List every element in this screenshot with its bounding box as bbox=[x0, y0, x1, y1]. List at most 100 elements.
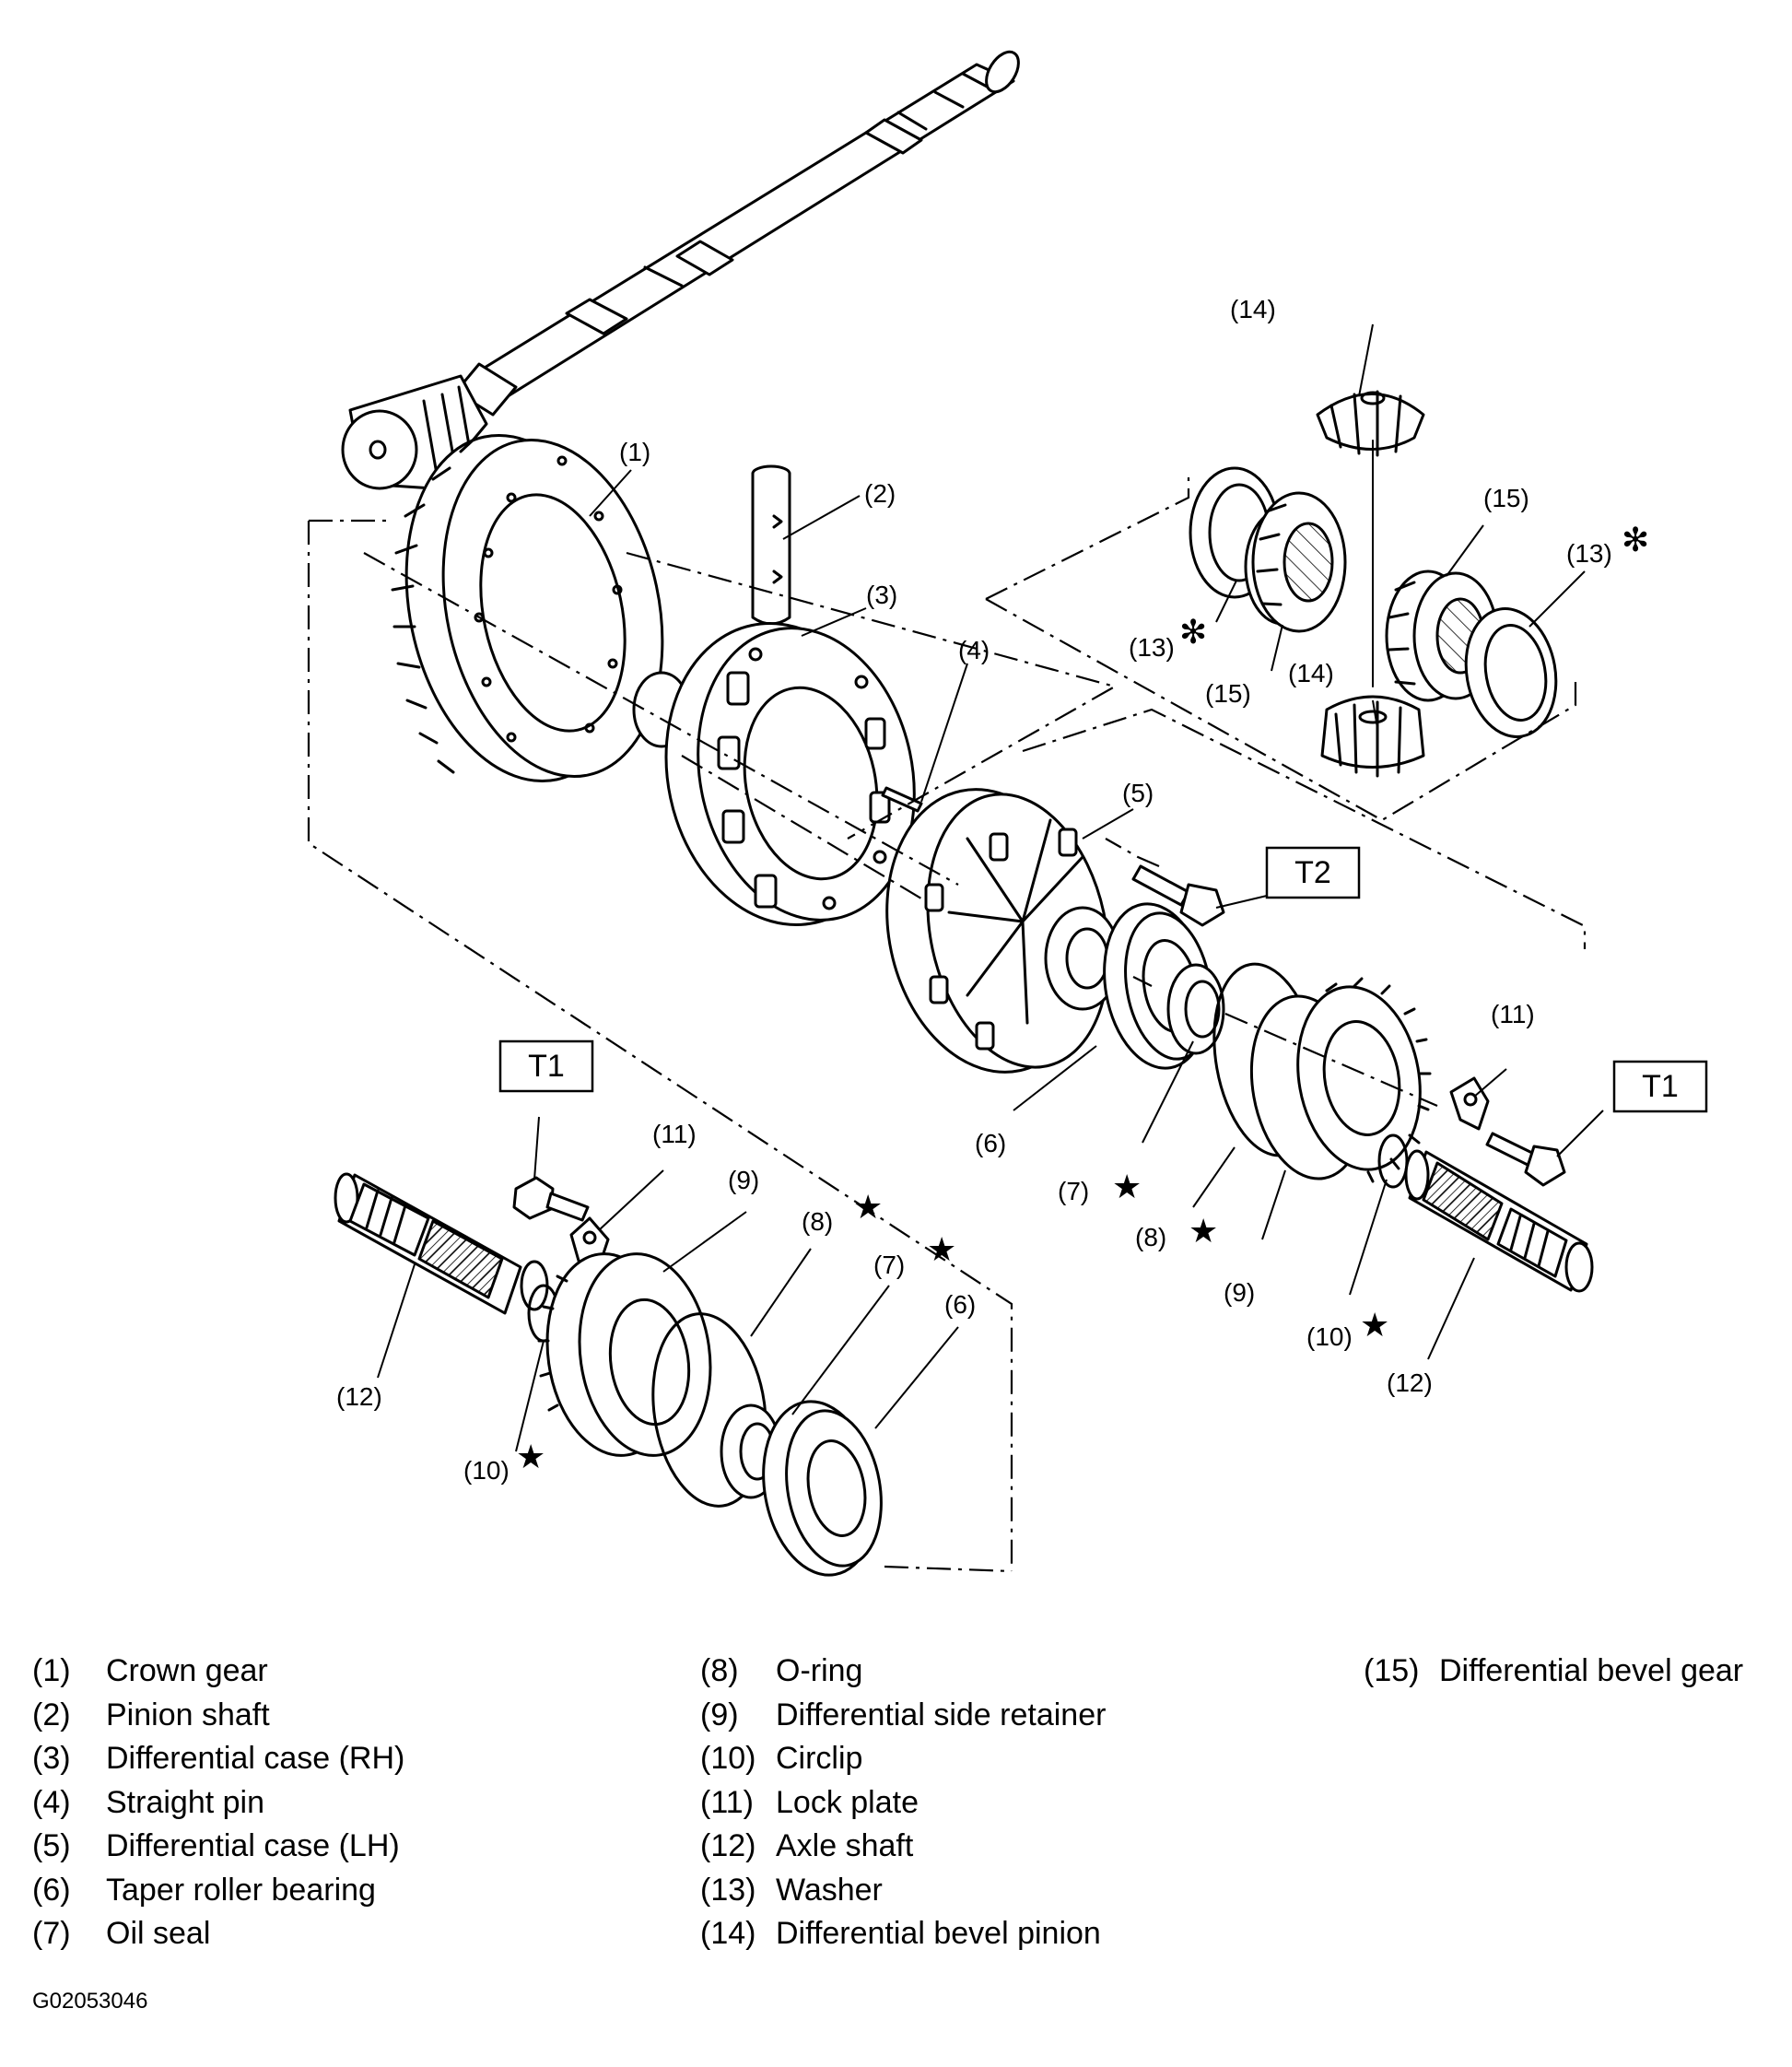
taper-roller-bearing-left bbox=[762, 1400, 883, 1577]
legend-number: (7) bbox=[32, 1916, 71, 1951]
t1-left-bolt bbox=[512, 1176, 590, 1222]
legend-item: (2) Pinion shaft bbox=[32, 1694, 404, 1738]
legend-name: Differential case (LH) bbox=[106, 1828, 400, 1863]
differential-bevel-gear-right bbox=[1385, 570, 1499, 702]
star-7-left: ★ bbox=[927, 1230, 956, 1268]
callout-4: (4) bbox=[958, 636, 990, 664]
callout-3: (3) bbox=[866, 581, 897, 609]
pinion-shaft bbox=[751, 464, 791, 626]
legend-name: Lock plate bbox=[776, 1784, 919, 1820]
legend-name: Circlip bbox=[776, 1741, 863, 1776]
callout-12-left: (12) bbox=[336, 1382, 382, 1411]
straight-pin bbox=[881, 786, 923, 813]
callout-14-bottom: (14) bbox=[1288, 659, 1334, 687]
callout-10-right: (10) bbox=[1306, 1322, 1353, 1351]
legend-name: Straight pin bbox=[106, 1784, 264, 1820]
legend-number: (1) bbox=[32, 1653, 71, 1688]
legend-item: (8)O-ring bbox=[700, 1650, 1106, 1694]
callout-8-right: (8) bbox=[1135, 1223, 1166, 1251]
star-8-left: ★ bbox=[853, 1188, 883, 1226]
callout-6-right: (6) bbox=[975, 1129, 1006, 1157]
callout-11-left: (11) bbox=[652, 1120, 697, 1148]
callout-15-right: (15) bbox=[1483, 484, 1529, 512]
asterisk-13-right: ✻ bbox=[1622, 521, 1649, 558]
differential-case-lh bbox=[885, 788, 1121, 1074]
legend-name: Pinion shaft bbox=[106, 1697, 270, 1732]
asterisk-13-left: ✻ bbox=[1179, 613, 1207, 651]
callout-6-left: (6) bbox=[944, 1290, 976, 1319]
t2-bolt bbox=[1131, 864, 1225, 927]
callout-5: (5) bbox=[1122, 779, 1154, 807]
legend-number: (4) bbox=[32, 1784, 71, 1820]
differential-case-rh bbox=[632, 622, 916, 926]
legend-number: (3) bbox=[32, 1741, 71, 1776]
axle-shaft-left bbox=[334, 1172, 549, 1315]
legend-item: (15) Differential bevel gear bbox=[1364, 1650, 1743, 1694]
legend-number: (9) bbox=[700, 1697, 739, 1732]
legend-number: (15) bbox=[1364, 1653, 1420, 1688]
legend-item: (13) Washer bbox=[700, 1869, 1106, 1913]
differential-bevel-gear-left bbox=[1244, 491, 1347, 633]
legend-column-3: (15) Differential bevel gear bbox=[1364, 1650, 1743, 1694]
legend-item: (9) Differential side retainer bbox=[700, 1694, 1106, 1738]
callout-9-left: (9) bbox=[728, 1166, 759, 1194]
legend-item: (12)Axle shaft bbox=[700, 1825, 1106, 1869]
t1-right-bolt bbox=[1485, 1132, 1566, 1187]
oil-seal-right bbox=[1166, 963, 1225, 1055]
legend-name: Differential bevel pinion bbox=[776, 1916, 1101, 1951]
leader-lines bbox=[377, 323, 1604, 1452]
legend-item: (1) Crown gear bbox=[32, 1650, 404, 1694]
legend-name: Washer bbox=[776, 1872, 883, 1908]
differential-bevel-pinion-bottom bbox=[1320, 695, 1425, 778]
callout-7-right: (7) bbox=[1058, 1177, 1089, 1205]
callout-9-right: (9) bbox=[1224, 1278, 1255, 1307]
legend-number: (12) bbox=[700, 1828, 756, 1863]
legend-item: (6) Taper roller bearing bbox=[32, 1869, 404, 1913]
exploded-differential-diagram: T2 T1 T1 (1) (2) (3) (4) (5) (14) (15) (… bbox=[307, 50, 1708, 1577]
callout-2: (2) bbox=[864, 479, 896, 508]
legend-number: (10) bbox=[700, 1741, 756, 1776]
legend-item: (14) Differential bevel pinion bbox=[700, 1912, 1106, 1956]
legend-name: Oil seal bbox=[106, 1916, 211, 1951]
legend-name: Crown gear bbox=[106, 1653, 268, 1688]
torque-label-t2: T2 bbox=[1294, 855, 1331, 890]
legend-number: (13) bbox=[700, 1872, 756, 1908]
callout-8-left: (8) bbox=[802, 1207, 833, 1236]
legend-item: (11)Lock plate bbox=[700, 1781, 1106, 1826]
axle-shaft-right bbox=[1404, 1149, 1594, 1293]
legend-number: (5) bbox=[32, 1828, 71, 1863]
legend-column-2: (8)O-ring (9)Differential side retainer … bbox=[700, 1650, 1106, 1956]
differential-bevel-pinion-top bbox=[1316, 390, 1425, 457]
callout-12-right: (12) bbox=[1387, 1368, 1433, 1397]
star-7-right: ★ bbox=[1112, 1168, 1142, 1205]
callout-1: (1) bbox=[619, 438, 650, 466]
callout-15-left: (15) bbox=[1205, 679, 1251, 708]
legend-item: (10) Circlip bbox=[700, 1737, 1106, 1781]
crown-gear bbox=[391, 433, 664, 783]
legend-item: (4) Straight pin bbox=[32, 1781, 404, 1826]
callout-13-right: (13) bbox=[1566, 539, 1612, 568]
lock-plate-right bbox=[1449, 1076, 1490, 1131]
figure-id: G02053046 bbox=[32, 1989, 148, 2014]
legend-name: Taper roller bearing bbox=[106, 1872, 376, 1908]
legend-number: (14) bbox=[700, 1916, 756, 1951]
differential-side-retainer-right bbox=[1249, 977, 1432, 1183]
legend-name: Differential bevel gear bbox=[1439, 1653, 1744, 1688]
torque-label-t1-left: T1 bbox=[528, 1049, 565, 1084]
legend-number: (6) bbox=[32, 1872, 71, 1908]
legend-name: Differential side retainer bbox=[776, 1697, 1107, 1732]
star-10-left: ★ bbox=[516, 1438, 545, 1475]
legend-number: (2) bbox=[32, 1697, 71, 1732]
callout-7-left: (7) bbox=[873, 1251, 905, 1279]
callout-14-top: (14) bbox=[1230, 295, 1276, 323]
o-ring-left bbox=[651, 1312, 767, 1508]
legend-item: (7) Oil seal bbox=[32, 1912, 404, 1956]
differential-side-retainer-left bbox=[537, 1252, 712, 1457]
drive-pinion-shaft bbox=[341, 50, 1020, 490]
callout-11-right: (11) bbox=[1491, 1000, 1535, 1028]
legend-column-1: (1) Crown gear (2) Pinion shaft (3) Differe… bbox=[32, 1650, 404, 1956]
star-8-right: ★ bbox=[1189, 1212, 1218, 1250]
star-10-right: ★ bbox=[1360, 1306, 1389, 1344]
torque-label-t1-right: T1 bbox=[1642, 1069, 1679, 1104]
callout-13-left: (13) bbox=[1129, 633, 1175, 662]
